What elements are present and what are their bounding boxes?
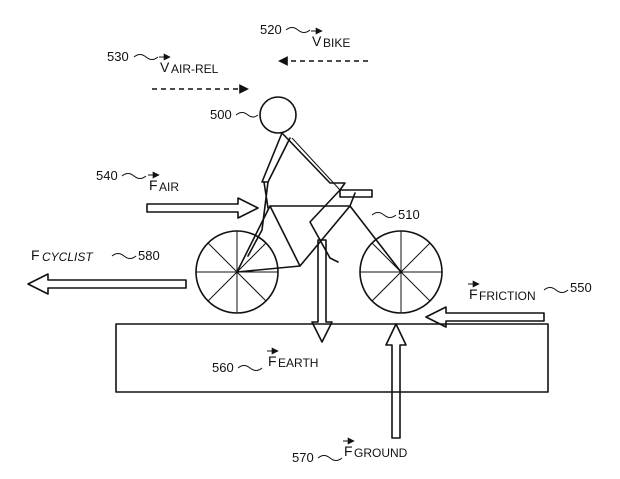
bicycle [195,189,443,314]
leader-500 [235,112,259,118]
ref-510: 510 [398,207,420,222]
ref-570: 570 [292,450,314,465]
ref-500: 500 [210,107,232,122]
ref-580: 580 [138,248,160,263]
f-cyclist-arrow [27,273,187,295]
label-f-friction: F FRICTION 550 [468,280,592,303]
f-cyclist-symbol: F [31,247,40,263]
ref-560: 560 [212,360,234,375]
v-air-symbol: V [160,59,170,75]
f-cyclist-subscript: CYCLIST [42,250,94,264]
f-friction-symbol: F [469,286,478,302]
leader-520 [285,27,311,33]
leader-560 [237,365,263,371]
leader-530 [133,54,159,60]
label-f-cyclist: F CYCLIST 580 [31,247,160,264]
f-ground-symbol: F [344,443,353,459]
label-f-ground: 570 F GROUND [292,437,408,465]
v-air-subscript: AIR-REL [171,62,219,76]
f-ground-subscript: GROUND [354,446,408,460]
f-earth-subscript: EARTH [278,356,318,370]
label-f-air: 540 F AIR [96,168,179,194]
f-friction-subscript: FRICTION [479,289,536,303]
leader-570 [317,455,343,461]
v-bike-symbol: V [312,33,322,49]
ref-550: 550 [570,280,592,295]
label-v-bike: 520 V BIKE [260,22,350,50]
cyclist-figure [247,96,346,263]
f-air-arrow [146,197,259,219]
bike-frame [236,189,402,273]
leader-510 [371,212,397,218]
ref-530: 530 [107,49,129,64]
f-ground-arrow [385,323,407,439]
ref-520: 520 [260,22,282,37]
leader-540 [121,173,147,179]
ref-540: 540 [96,168,118,183]
leader-550 [543,287,569,293]
f-air-symbol: F [149,177,158,193]
leader-580 [111,253,137,259]
f-friction-arrow [425,306,545,328]
f-earth-symbol: F [268,353,277,369]
label-f-earth: 560 F EARTH [212,347,318,375]
ground-block [115,323,549,393]
f-earth-arrow [311,239,333,343]
f-air-subscript: AIR [159,180,179,194]
label-v-air-rel: 530 V AIR-REL [107,49,219,76]
rear-wheel [195,230,279,314]
v-bike-subscript: BIKE [323,36,350,50]
